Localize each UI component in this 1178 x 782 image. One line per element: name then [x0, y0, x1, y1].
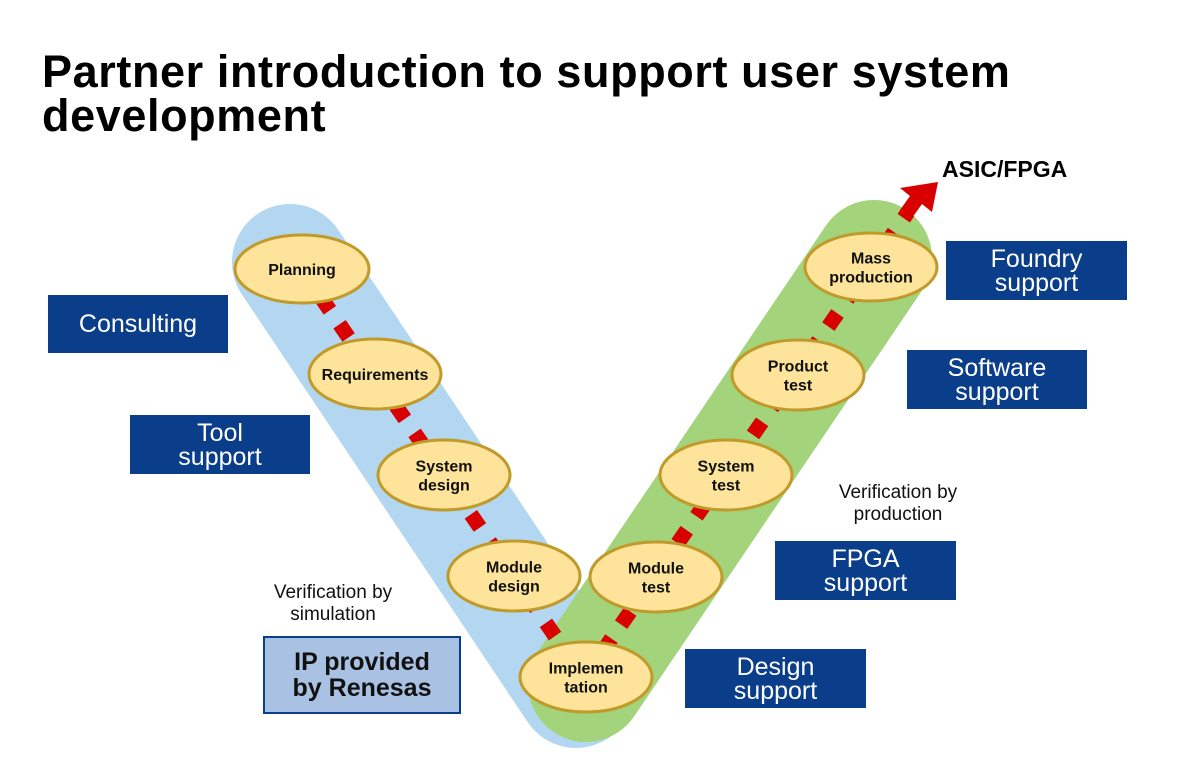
consulting-label: Consulting — [78, 310, 198, 338]
ip-box-line-1: IP provided — [294, 648, 430, 676]
phase-ellipse — [446, 539, 582, 613]
consulting-box: Consulting — [48, 295, 228, 353]
phase-label: test — [642, 580, 671, 597]
phase-label: design — [488, 579, 540, 596]
note-production-line-1: Verification by — [838, 482, 958, 503]
phase-label: Module — [628, 561, 684, 578]
phase-system-design: System design — [376, 438, 512, 512]
phase-label: production — [829, 270, 913, 287]
phase-label: test — [712, 478, 741, 495]
phase-label: Planning — [268, 262, 336, 279]
title-line-1: Partner introduction to support user sys… — [42, 46, 1011, 97]
tool-support-box: Tool support — [130, 415, 310, 474]
arrow-head-icon — [900, 182, 938, 218]
phase-product-test: Product test — [730, 338, 866, 412]
phase-label: Product — [768, 359, 829, 376]
foundry-support-line-1: Foundry — [990, 244, 1083, 273]
fpga-support-line-2: support — [823, 568, 908, 597]
ip-provided-by-renesas-box: IP provided by Renesas — [263, 636, 461, 714]
phase-ellipse — [588, 540, 724, 614]
phase-module-design: Module design — [446, 539, 582, 613]
phase-ellipse — [658, 438, 794, 512]
phase-label: design — [418, 478, 470, 495]
phase-label: Implemen — [549, 661, 624, 678]
ip-box-line-2: by Renesas — [292, 674, 432, 702]
phase-system-test: System test — [658, 438, 794, 512]
design-support-line-2: support — [733, 676, 818, 705]
phase-ellipses: PlanningRequirementsSystemdesignModulede… — [233, 231, 939, 714]
note-simulation-line-2: simulation — [290, 604, 376, 625]
tool-support-line-1: Tool — [197, 418, 243, 447]
phase-ellipse — [803, 231, 939, 303]
software-support-line-2: support — [955, 377, 1039, 406]
phase-module-test: Module test — [588, 540, 724, 614]
phase-ellipse — [518, 640, 654, 714]
phase-label: Module — [486, 560, 542, 577]
phase-ellipse — [233, 233, 371, 305]
title-line-2: development — [42, 90, 327, 141]
fpga-support-box: FPGA support — [775, 541, 956, 600]
phase-label: System — [698, 459, 755, 476]
phase-ellipse — [307, 337, 443, 411]
page-title: Partner introduction to support user sys… — [42, 46, 1011, 141]
target-label-asic-fpga: ASIC/FPGA — [942, 156, 1068, 182]
software-support-box: Software support — [907, 350, 1087, 409]
software-support-line-1: Software — [947, 353, 1047, 382]
note-production-line-2: production — [853, 504, 943, 525]
note-verification-by-production: Verification by production — [818, 482, 978, 526]
phase-planning: Planning — [233, 233, 371, 305]
note-simulation-line-1: Verification by — [273, 582, 393, 603]
phase-label: test — [784, 378, 813, 395]
design-support-line-1: Design — [736, 652, 815, 681]
phase-ellipse — [376, 438, 512, 512]
phase-implementation: Implemen tation — [518, 640, 654, 714]
phase-label: Mass — [851, 251, 891, 268]
foundry-support-line-2: support — [994, 268, 1079, 297]
note-verification-by-simulation: Verification by simulation — [253, 582, 413, 626]
phase-label: Requirements — [322, 367, 429, 384]
fpga-support-line-1: FPGA — [831, 544, 900, 573]
phase-label: tation — [564, 680, 608, 697]
tool-support-line-2: support — [178, 442, 262, 471]
design-support-box: Design support — [685, 649, 866, 708]
phase-label: System — [416, 459, 473, 476]
phase-mass-production: Mass production — [803, 231, 939, 303]
phase-ellipse — [730, 338, 866, 412]
phase-requirements: Requirements — [307, 337, 443, 411]
foundry-support-box: Foundry support — [946, 241, 1127, 300]
